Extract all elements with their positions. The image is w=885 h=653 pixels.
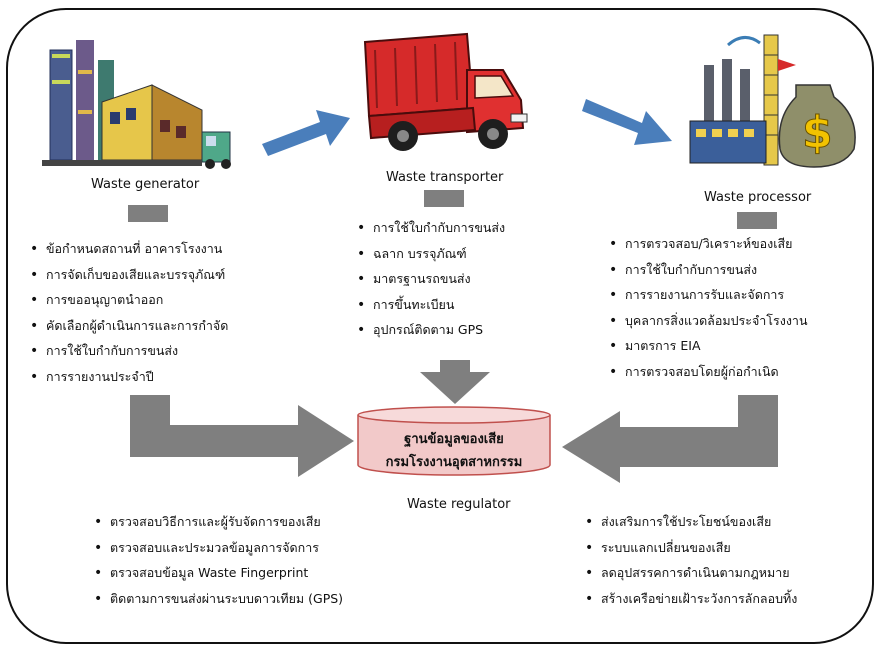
svg-text:$: $ — [802, 107, 833, 158]
list-item: มาตรการ EIA — [607, 336, 808, 362]
list-item: สร้างเครือข่ายเฝ้าระวังการลักลอบทิ้ง — [583, 589, 797, 615]
garbage-truck-icon — [363, 32, 528, 151]
list-item: ตรวจสอบวิธีการและผู้รับจัดการของเสีย — [92, 512, 343, 538]
waste-generator-label: Waste generator — [91, 177, 200, 192]
list-item: มาตรฐานรถขนส่ง — [355, 269, 505, 295]
list-item: บุคลากรสิ่งแวดล้อมประจำโรงงาน — [607, 311, 808, 337]
list-item: การรายงานการรับและจัดการ — [607, 285, 808, 311]
regulator-promotion-list: ส่งเสริมการใช้ประโยชน์ของเสีย ระบบแลกเปล… — [583, 512, 797, 614]
arrow-processor-to-database — [562, 395, 778, 483]
waste-transporter-label: Waste transporter — [386, 170, 504, 185]
list-item: การใช้ใบกำกับการขนส่ง — [28, 341, 228, 367]
list-item: การขออนุญาตนำออก — [28, 290, 228, 316]
transporter-duties-list: การใช้ใบกำกับการขนส่ง ฉลาก บรรจุภัณฑ์ มา… — [355, 218, 505, 346]
list-item: ฉลาก บรรจุภัณฑ์ — [355, 244, 505, 270]
list-item: การขึ้นทะเบียน — [355, 295, 505, 321]
database-title-line1: ฐานข้อมูลของเสีย — [404, 432, 504, 447]
diagram-frame — [6, 8, 874, 644]
waste-database-cylinder — [357, 406, 551, 476]
processing-plant-money-icon: $ — [689, 34, 856, 168]
transporter-connector — [424, 190, 464, 207]
waste-regulator-label: Waste regulator — [407, 497, 511, 512]
list-item: ติดตามการขนส่งผ่านระบบดาวเทียม (GPS) — [92, 589, 343, 615]
flow-arrow-transporter-to-processor — [582, 99, 672, 145]
arrow-transporter-to-database — [420, 360, 490, 404]
processor-duties-list: การตรวจสอบ/วิเคราะห์ของเสีย การใช้ใบกำกั… — [607, 234, 808, 388]
generator-connector — [128, 205, 168, 222]
waste-processor-label: Waste processor — [704, 190, 812, 205]
list-item: อุปกรณ์ติดตาม GPS — [355, 320, 505, 346]
database-title-line2: กรมโรงงานอุตสาหกรรม — [385, 455, 523, 470]
list-item: ส่งเสริมการใช้ประโยชน์ของเสีย — [583, 512, 797, 538]
list-item: ตรวจสอบข้อมูล Waste Fingerprint — [92, 563, 343, 589]
list-item: การตรวจสอบ/วิเคราะห์ของเสีย — [607, 234, 808, 260]
arrow-generator-to-database — [130, 395, 354, 477]
list-item: คัดเลือกผู้ดำเนินการและการกำจัด — [28, 316, 228, 342]
list-item: การรายงานประจำปี — [28, 367, 228, 393]
regulator-inspection-list: ตรวจสอบวิธีการและผู้รับจัดการของเสีย ตรว… — [92, 512, 343, 614]
list-item: การใช้ใบกำกับการขนส่ง — [355, 218, 505, 244]
list-item: ระบบแลกเปลี่ยนของเสีย — [583, 538, 797, 564]
flow-arrow-generator-to-transporter — [262, 110, 350, 156]
list-item: การตรวจสอบโดยผู้ก่อกำเนิด — [607, 362, 808, 388]
list-item: การใช้ใบกำกับการขนส่ง — [607, 260, 808, 286]
processor-connector — [737, 212, 777, 229]
list-item: การจัดเก็บของเสียและบรรจุภัณฑ์ — [28, 265, 228, 291]
list-item: ลดอุปสรรคการดำเนินตามกฎหมาย — [583, 563, 797, 589]
list-item: ข้อกำหนดสถานที่ อาคารโรงงาน — [28, 239, 228, 265]
list-item: ตรวจสอบและประมวลข้อมูลการจัดการ — [92, 538, 343, 564]
factory-icon — [42, 40, 231, 169]
generator-duties-list: ข้อกำหนดสถานที่ อาคารโรงงาน การจัดเก็บขอ… — [28, 239, 228, 393]
